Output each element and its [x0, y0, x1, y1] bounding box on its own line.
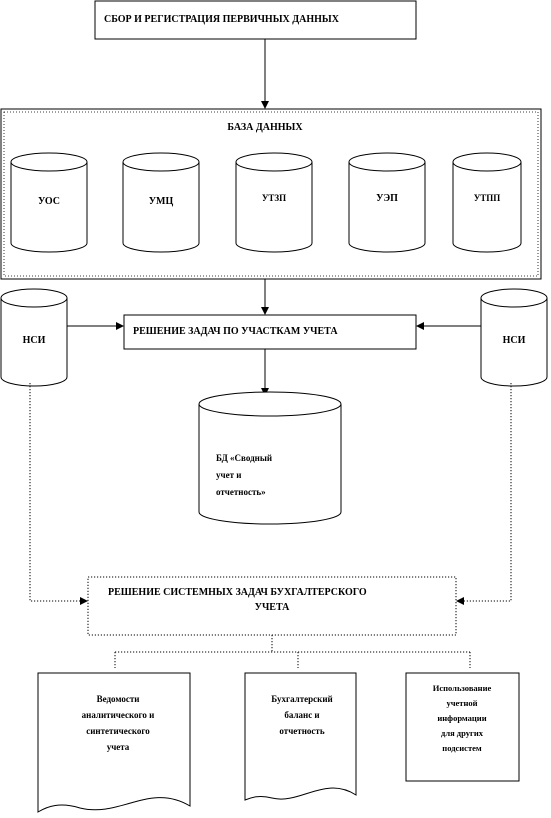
connector-system-to-outputs: [114, 635, 471, 668]
nsi-right-cylinder: НСИ: [480, 288, 548, 387]
system-tasks-box: РЕШЕНИЕ СИСТЕМНЫХ ЗАДАЧ БУХГАЛТЕРСКОГО У…: [87, 576, 457, 636]
collect-data-label: СБОР И РЕГИСТРАЦИЯ ПЕРВИЧНЫХ ДАННЫХ: [104, 14, 340, 25]
arrowhead-nsi-right-to-system: [456, 597, 464, 605]
ledgers-line-4: учета: [107, 742, 130, 752]
usage-line-2: учетной: [446, 698, 477, 708]
output-balance-document: Бухгалтерский баланс и отчетность: [244, 672, 357, 801]
system-tasks-line-2: УЧЕТА: [255, 602, 291, 613]
tasks-box: РЕШЕНИЕ ЗАДАЧ ПО УЧАСТКАМ УЧЕТА: [123, 314, 417, 350]
nsi-left-label: НСИ: [23, 335, 46, 346]
cylinder-uep: УЭП: [348, 152, 426, 253]
usage-line-3: информации: [437, 713, 486, 723]
cylinder-utzp: УТЗП: [235, 152, 313, 253]
usage-line-4: для других: [441, 728, 484, 738]
ledgers-line-1: Ведомости: [97, 694, 140, 704]
summary-db-line-2: учет и: [216, 470, 241, 480]
output-ledgers-document: Ведомости аналитического и синтетическог…: [37, 672, 191, 813]
ledgers-line-3: синтетического: [86, 726, 150, 736]
cylinder-uos-label: УОС: [38, 196, 60, 207]
cylinder-utpp: УТПП: [452, 152, 522, 253]
system-tasks-line-1: РЕШЕНИЕ СИСТЕМНЫХ ЗАДАЧ БУХГАЛТЕРСКОГО: [108, 587, 367, 598]
cylinder-utzp-label: УТЗП: [262, 193, 286, 203]
connector-nsi-right-to-system: [462, 383, 512, 602]
cylinder-utpp-label: УТПП: [474, 193, 501, 203]
balance-line-3: отчетность: [279, 726, 324, 736]
output-usage-box: Использование учетной информации для дру…: [405, 672, 520, 782]
arrowhead-nsi-left-to-system: [80, 597, 88, 605]
nsi-left-cylinder: НСИ: [0, 288, 68, 387]
ledgers-line-2: аналитического и: [82, 710, 155, 720]
balance-line-2: баланс и: [284, 710, 319, 720]
collect-data-box: СБОР И РЕГИСТРАЦИЯ ПЕРВИЧНЫХ ДАННЫХ: [94, 0, 417, 40]
balance-line-1: Бухгалтерский: [271, 694, 332, 704]
tasks-label: РЕШЕНИЕ ЗАДАЧ ПО УЧАСТКАМ УЧЕТА: [133, 326, 338, 337]
database-title: БАЗА ДАННЫХ: [227, 122, 303, 133]
cylinder-uos: УОС: [10, 152, 88, 253]
connector-nsi-left-to-system: [29, 383, 82, 602]
cylinder-umc: УМЦ: [122, 152, 200, 253]
usage-line-1: Использование: [433, 683, 492, 693]
cylinder-umc-label: УМЦ: [149, 196, 174, 207]
summary-db-cylinder: БД «Сводный учет и отчетность»: [198, 391, 342, 525]
summary-db-line-3: отчетность»: [216, 487, 266, 497]
cylinder-uep-label: УЭП: [376, 193, 398, 204]
nsi-right-label: НСИ: [503, 335, 526, 346]
usage-line-5: подсистем: [442, 743, 482, 753]
summary-db-line-1: БД «Сводный: [216, 453, 272, 463]
